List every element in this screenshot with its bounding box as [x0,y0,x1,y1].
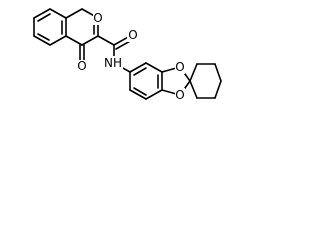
bond [145,89,163,100]
bond-double-inner [37,33,50,41]
atom-o-dioxole-upper: O [175,60,185,74]
atom-o-dioxole-lower: O [175,88,185,102]
bond [214,63,222,82]
bond [129,62,147,73]
bond [49,35,67,46]
bond [97,35,115,46]
atom-label: O [128,28,137,42]
atom-label: O [93,11,102,25]
bond [81,35,99,46]
atom-n-amide: NH [103,56,123,70]
bond-double-inner [133,87,147,96]
bond-double-inner [133,67,147,76]
atom-label: O [175,60,184,74]
atom-o-ketone: O [77,59,87,74]
molecule-structure: O O O NH O O [33,8,222,102]
chromone-benzo-ring [33,8,67,46]
bond [189,80,198,99]
bond [189,63,198,82]
atom-o-amide: O [127,28,139,42]
bond [33,8,51,19]
bond [33,35,51,46]
atom-label: O [77,59,86,73]
benzodioxole-benzene-ring [129,62,163,100]
bond [65,8,83,19]
atom-o-chromone-ring: O [93,11,103,25]
molecule-canvas: O O O NH O O [33,8,222,102]
bond [129,89,147,100]
bond-double-inner [37,13,51,22]
atom-label: O [175,88,184,102]
spiro-cyclopentane-ring [189,63,222,99]
bond [214,80,222,99]
bond [49,8,67,19]
bond [145,62,163,73]
atom-label: NH [104,56,122,70]
bond [65,35,83,46]
